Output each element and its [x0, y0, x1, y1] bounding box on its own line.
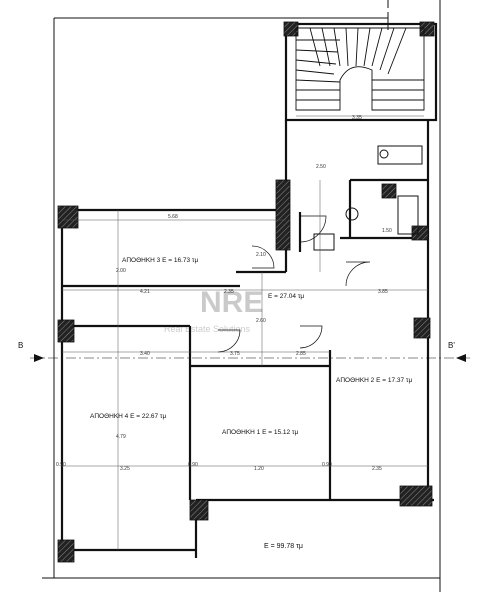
dim-200: 2.00: [116, 268, 126, 274]
room-labels: ΑΠΟΘΗΚΗ 3 Ε = 16.73 τμ Ε = 27.04 τμ ΑΠΟΘ…: [90, 257, 412, 550]
dim-090a: 0.90: [56, 462, 66, 468]
watermark-brand: NRE: [200, 286, 263, 319]
room-label-storage-3: ΑΠΟΘΗΚΗ 3 Ε = 16.73 τμ: [122, 257, 198, 264]
interior-walls: [62, 178, 428, 500]
section-marker-right: Β': [448, 341, 455, 350]
dimension-lines: [62, 180, 428, 550]
watermark-sub: Real Estate Solutions: [164, 324, 251, 334]
dim-235b: 2.35: [372, 466, 382, 472]
room-label-storage-2: ΑΠΟΘΗΚΗ 2 Ε = 17.37 τμ: [336, 377, 412, 384]
dim-250: 2.50: [316, 164, 326, 170]
dim-120: 1.20: [254, 466, 264, 472]
dim-375: 3.75: [230, 351, 240, 357]
dim-479: 4.79: [116, 434, 126, 440]
dim-150: 1.50: [382, 228, 392, 234]
room-label-hall: Ε = 27.04 τμ: [268, 293, 304, 300]
dim-090c: 0.90: [322, 462, 332, 468]
dim-285: 2.85: [296, 351, 306, 357]
room-label-storage-1: ΑΠΟΘΗΚΗ 1 Ε = 15.12 τμ: [222, 429, 298, 436]
dim-340: 3.40: [140, 351, 150, 357]
dim-210: 2.10: [256, 252, 266, 258]
dim-090b: 0.90: [188, 462, 198, 468]
dim-568: 5.68: [168, 214, 178, 220]
dim-325: 3.25: [120, 466, 130, 472]
stair-well: 3.35: [283, 21, 438, 122]
section-line: [30, 354, 470, 362]
columns: [57, 179, 433, 563]
outer-walls: [60, 120, 434, 560]
dim-421: 4.21: [140, 289, 150, 295]
dimension-labels: 5.68 4.21 2.35 3.85 2.00 3.40 3.75 2.85 …: [56, 164, 392, 472]
section-marker-left: Β: [18, 341, 23, 350]
dim-260: 2.60: [256, 318, 266, 324]
dim-385: 3.85: [378, 289, 388, 295]
watermark: NRE Real Estate Solutions: [164, 286, 263, 334]
dim-stair: 3.35: [352, 115, 362, 121]
room-label-storage-4: ΑΠΟΘΗΚΗ 4 Ε = 22.67 τμ: [90, 413, 166, 420]
doors: [217, 215, 371, 353]
total-area-label: Ε = 99.78 τμ: [264, 543, 303, 550]
wc-fixtures: [345, 145, 423, 235]
plot-boundary: [42, 0, 441, 592]
dim-235: 2.35: [224, 289, 234, 295]
